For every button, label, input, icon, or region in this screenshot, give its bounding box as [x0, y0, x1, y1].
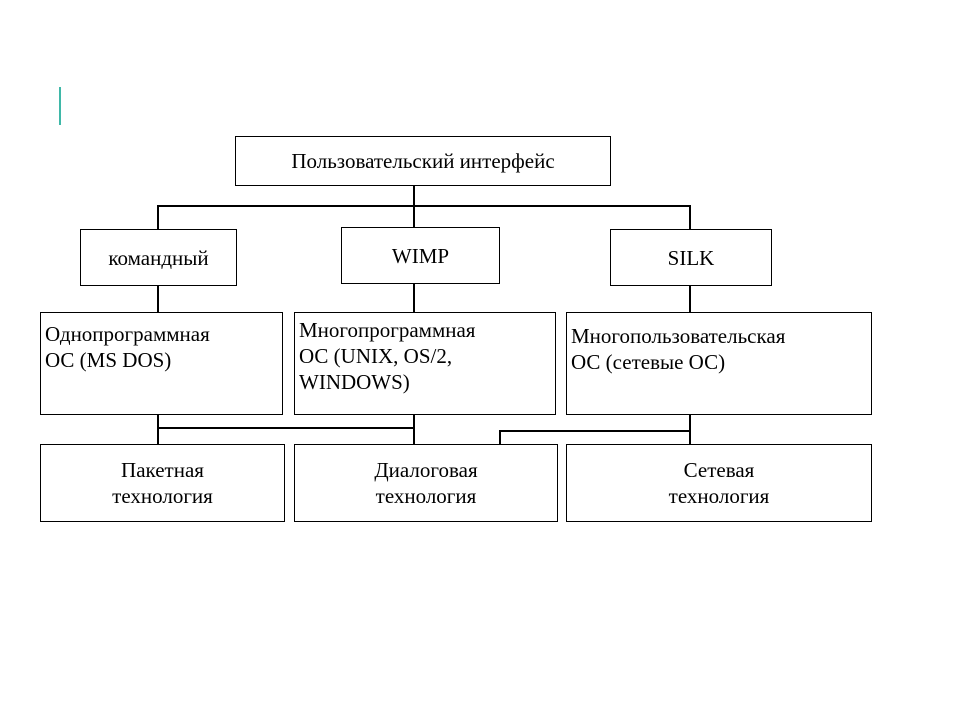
connector: [413, 414, 415, 444]
technology-box-dialog: Диалоговая технология: [294, 444, 558, 522]
title-accent-bar: [59, 87, 61, 125]
connector: [157, 205, 691, 207]
connector: [413, 283, 415, 312]
os-label: Многопользовательская ОС (сетевые ОС): [571, 324, 786, 374]
technology-label: Сетевая технология: [668, 458, 770, 508]
technology-label: Диалоговая технология: [374, 458, 478, 508]
connector: [157, 286, 159, 312]
interface-box-command: командный: [80, 229, 237, 286]
technology-box-batch: Пакетная технология: [40, 444, 285, 522]
root-label: Пользовательский интерфейс: [291, 149, 555, 173]
interface-box-wimp: WIMP: [341, 227, 500, 284]
connector: [499, 430, 691, 432]
technology-box-network: Сетевая технология: [566, 444, 872, 522]
connector: [689, 414, 691, 444]
technology-label: Пакетная технология: [112, 458, 213, 508]
connector: [157, 205, 159, 229]
connector: [157, 427, 415, 429]
connector: [689, 286, 691, 312]
connector: [157, 414, 159, 444]
connector: [499, 430, 501, 444]
connector: [689, 205, 691, 229]
interface-box-silk: SILK: [610, 229, 772, 286]
connector: [413, 205, 415, 227]
os-box-multiprogram: Многопрограммная ОС (UNIX, OS/2, WINDOWS…: [294, 312, 556, 415]
interface-label: WIMP: [391, 243, 450, 268]
os-label: Многопрограммная ОС (UNIX, OS/2, WINDOWS…: [299, 318, 476, 394]
os-box-multiuser: Многопользовательская ОС (сетевые ОС): [566, 312, 872, 415]
connector: [413, 185, 415, 207]
interface-label: командный: [108, 245, 209, 270]
interface-label: SILK: [667, 245, 715, 270]
os-label: Однопрограммная ОС (MS DOS): [45, 322, 210, 372]
os-box-single: Однопрограммная ОС (MS DOS): [40, 312, 283, 415]
root-box: Пользовательский интерфейс: [235, 136, 611, 186]
